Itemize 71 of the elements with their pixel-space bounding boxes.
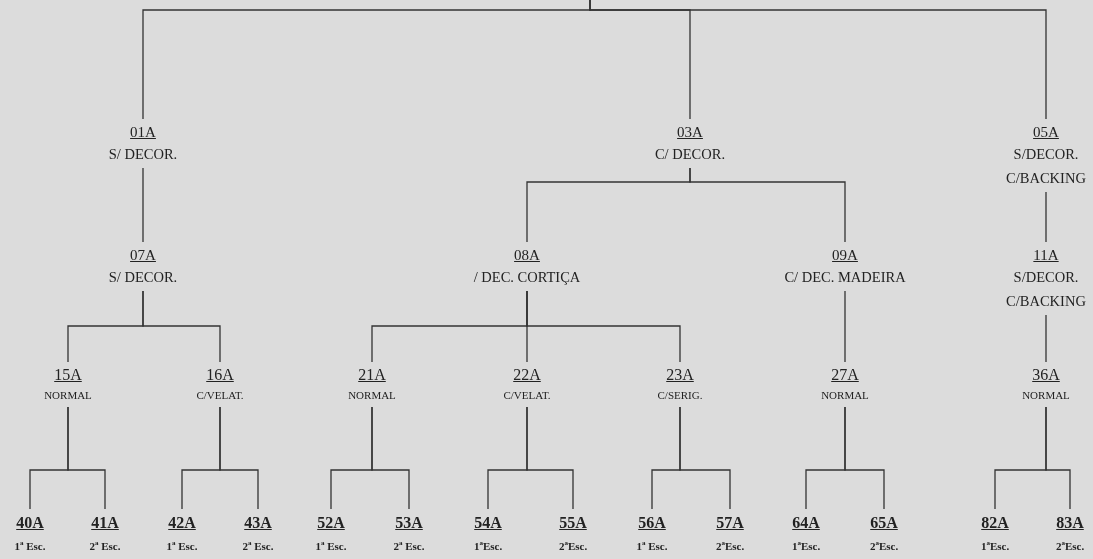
code-label: 15A [53, 365, 83, 385]
description-label: 2$^{a}$ Esc. [242, 538, 274, 554]
code-label: 57A [715, 513, 745, 533]
description-label: 1$^{a}$ Esc. [315, 538, 347, 554]
connector-line [844, 290, 846, 363]
code-label: 64A [791, 513, 821, 533]
description-label: C/SERIG. [657, 388, 703, 403]
connector-line [689, 167, 846, 243]
code-label: 53A [394, 513, 424, 533]
description-label: S/ DECOR. [108, 268, 178, 287]
code-label: 42A [167, 513, 197, 533]
description-label: 2$^{a}$Esc. [869, 538, 899, 554]
description-label: 1$^{a}$ Esc. [636, 538, 668, 554]
description-label: 2$^{a}$Esc. [1055, 538, 1085, 554]
code-label: 43A [243, 513, 273, 533]
description-label: 1$^{a}$Esc. [473, 538, 503, 554]
description-label: NORMAL [821, 388, 869, 403]
connector-line [142, 167, 144, 243]
code-label: 56A [637, 513, 667, 533]
description-label: 1$^{a}$ Esc. [166, 538, 198, 554]
code-label: 05A [1032, 123, 1060, 142]
code-label: 82A [980, 513, 1010, 533]
description-label: 1$^{a}$Esc. [791, 538, 821, 554]
code-label: 09A [831, 246, 859, 265]
code-label: 01A [129, 123, 157, 142]
code-label: 03A [676, 123, 704, 142]
code-label: 65A [869, 513, 899, 533]
connector-line [67, 406, 106, 510]
description-label: NORMAL [348, 388, 396, 403]
connector-line [1045, 314, 1047, 363]
description-label: C/ DEC. MADEIRA [784, 268, 906, 287]
description-label: S/DECOR. C/BACKING [1005, 268, 1087, 311]
description-label: C/ DECOR. [654, 145, 726, 164]
code-label: 08A [513, 246, 541, 265]
code-label: 23A [665, 365, 695, 385]
description-label: C/VELAT. [196, 388, 244, 403]
code-label: 55A [558, 513, 588, 533]
connector-line [1045, 191, 1047, 243]
connector-line [589, 0, 1047, 120]
code-label: 22A [512, 365, 542, 385]
description-label: NORMAL [1022, 388, 1070, 403]
code-label: 11A [1032, 246, 1060, 265]
description-label: 2$^{a}$ Esc. [393, 538, 425, 554]
code-label: 52A [316, 513, 346, 533]
connector-line [142, 290, 221, 363]
connector-line [1045, 406, 1071, 510]
code-label: 54A [473, 513, 503, 533]
code-label: 27A [830, 365, 860, 385]
connector-line [526, 406, 574, 510]
description-label: 2$^{a}$Esc. [558, 538, 588, 554]
connector-line [844, 406, 885, 510]
code-label: 83A [1055, 513, 1085, 533]
description-label: S/ DECOR. [108, 145, 178, 164]
code-label: 36A [1031, 365, 1061, 385]
description-label: 1$^{a}$ Esc. [14, 538, 46, 554]
code-label: 40A [15, 513, 45, 533]
connector-line [371, 406, 410, 510]
connector-line [526, 290, 681, 363]
description-label: / DEC. CORTIÇA [473, 268, 581, 287]
description-label: 2$^{a}$ Esc. [89, 538, 121, 554]
code-label: 16A [205, 365, 235, 385]
description-label: 2$^{a}$Esc. [715, 538, 745, 554]
code-label: 21A [357, 365, 387, 385]
code-label: 07A [129, 246, 157, 265]
connector-line [679, 406, 731, 510]
description-label: NORMAL [44, 388, 92, 403]
connector-line [219, 406, 259, 510]
description-label: C/VELAT. [503, 388, 551, 403]
description-label: 1$^{a}$Esc. [980, 538, 1010, 554]
description-label: S/DECOR. C/BACKING [1005, 145, 1087, 188]
code-label: 41A [90, 513, 120, 533]
